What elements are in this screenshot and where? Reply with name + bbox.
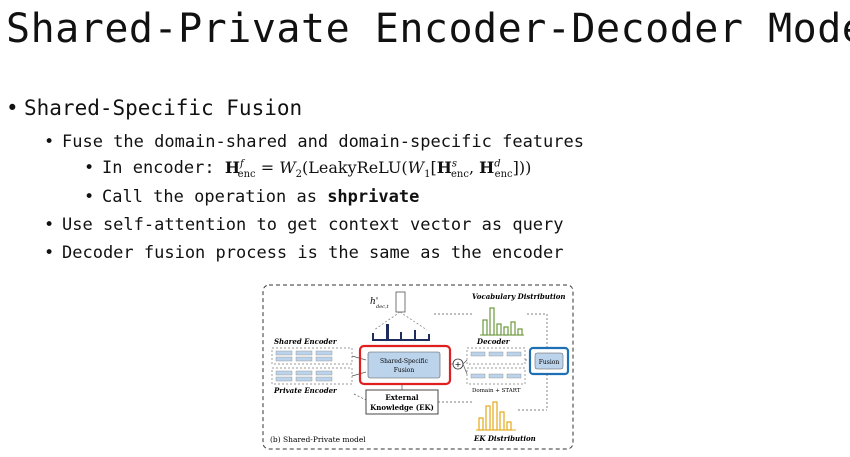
query-label: h' [370, 297, 378, 307]
bullet-shared-specific-fusion: •Shared-Specific Fusion [6, 96, 302, 120]
bullet-mark: • [44, 132, 55, 152]
shared-private-model-figure: h' dec,t Vocabulary Distribution Shared … [262, 284, 574, 450]
query-subscript: dec,t [376, 304, 390, 310]
ek-label-1: External [385, 393, 419, 402]
bullet-fuse-features: • Fuse the domain-shared and domain-speci… [44, 132, 584, 152]
bullet-in-encoder: • In encoder: Hfenc = W2(LeakyReLU(W1[Hse… [84, 158, 531, 180]
bullet-mark: • [44, 243, 55, 263]
bullet-mark: • [44, 215, 55, 235]
decoder-label: Decoder [476, 337, 511, 346]
bullet-text: Fuse the domain-shared and domain-specif… [62, 132, 584, 152]
attention-bars [372, 324, 430, 341]
vocab-dist-bars [480, 307, 524, 336]
query-vector [395, 291, 406, 313]
vocab-dist-label: Vocabulary Distribution [472, 292, 566, 301]
bullet-text: In encoder: [102, 158, 215, 178]
bullet-text: Use self-attention to get context vector… [62, 215, 564, 235]
bullet-self-attention: • Use self-attention to get context vecto… [44, 215, 564, 235]
shared-encoder-block [271, 347, 353, 365]
bullet-text: Decoder fusion process is the same as th… [62, 243, 564, 263]
encoder-formula: Hfenc = W2(LeakyReLU(W1[Hsenc, Hdenc])) [224, 158, 532, 181]
figure-caption: (b) Shared-Private model [270, 435, 366, 444]
ek-label-2: Knowledge (EK) [370, 403, 434, 412]
decoder-fusion-box [534, 352, 564, 370]
bullet-decoder-fusion: • Decoder fusion process is the same as t… [44, 243, 564, 263]
bullet-mark: • [84, 158, 95, 178]
domain-start-label: Domain + START [472, 388, 521, 394]
slide-title: Shared-Private Encoder-Decoder Model [6, 6, 850, 52]
decoder-block [466, 347, 526, 385]
bullet-text: Call the operation as [102, 187, 317, 207]
private-encoder-label: Private Encoder [273, 386, 338, 395]
fusion-box-label-1: Shared-Specific [380, 358, 429, 365]
external-knowledge-box [365, 389, 439, 415]
bullet-mark: • [6, 96, 19, 120]
fusion-box-label-2: Fusion [394, 367, 415, 374]
bullet-mark: • [84, 187, 95, 207]
shared-encoder-label: Shared Encoder [274, 337, 338, 346]
ek-dist-label: EK Distribution [473, 434, 536, 443]
plus-sign: + [455, 360, 462, 369]
operation-term: shprivate [327, 187, 420, 207]
fusion-highlight [358, 344, 452, 386]
bullet-text: Shared-Specific Fusion [24, 96, 303, 120]
decoder-fusion-highlight [528, 346, 570, 376]
private-encoder-block [271, 367, 353, 385]
decoder-fusion-label: Fusion [539, 359, 560, 366]
shared-specific-fusion-box [367, 351, 441, 379]
bullet-call-operation: • Call the operation as shprivate [84, 187, 419, 207]
ek-dist-bars [476, 401, 516, 431]
figure-frame [262, 284, 574, 450]
